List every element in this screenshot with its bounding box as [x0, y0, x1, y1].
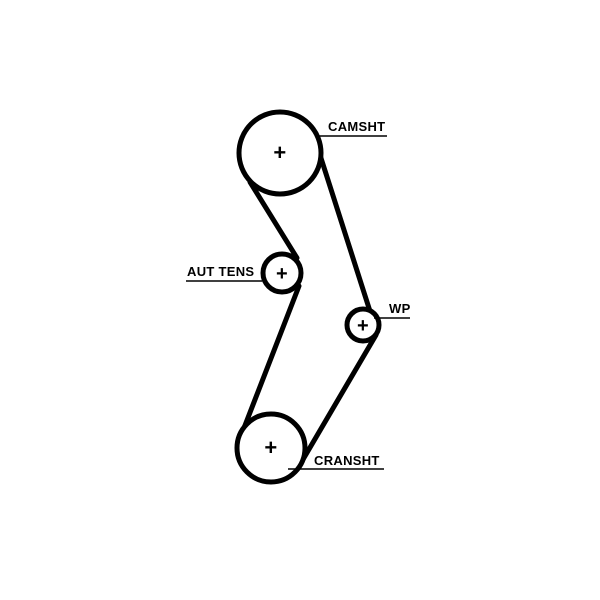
tensioner-center-mark: + [276, 263, 288, 285]
crankshaft-pulley: + [234, 411, 308, 485]
belt-segment-tensioner-to-cam [247, 179, 300, 261]
water-pump-pulley: + [344, 306, 382, 344]
belt-segment-wp-to-crank [295, 332, 379, 471]
water-pump-center-mark: + [357, 315, 369, 337]
camshaft-label: CAMSHT [328, 119, 385, 134]
timing-belt [241, 152, 379, 471]
camshaft-pulley: + [236, 109, 324, 197]
auto-tensioner-label: AUT TENS [187, 264, 254, 279]
belt-segment-cam-to-wp [317, 152, 379, 333]
tensioner-pulley: + [260, 251, 304, 295]
belt-segment-crank-to-tensioner [241, 283, 302, 431]
water-pump-label: WP [389, 301, 411, 316]
crankshaft-center-mark: + [264, 435, 277, 460]
crankshaft-label: CRANSHT [314, 453, 380, 468]
camshaft-center-mark: + [273, 140, 286, 165]
